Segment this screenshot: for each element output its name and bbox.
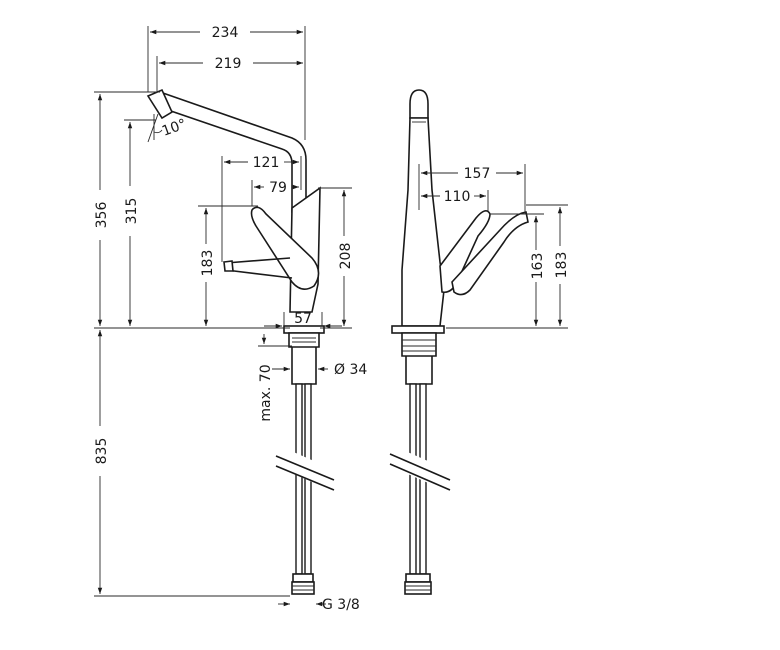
dim-57: 57	[294, 311, 312, 327]
dim-diameter-34: Ø 34	[334, 362, 367, 378]
dim-79: 79	[269, 180, 287, 196]
dim-356: 356	[94, 202, 110, 229]
base-plate	[283, 325, 325, 334]
hose-connector-right	[404, 573, 432, 595]
dimension-lines-front	[418, 164, 568, 329]
front-column	[401, 117, 445, 327]
hose-connector-left	[291, 573, 315, 595]
lever-handle	[250, 206, 320, 290]
front-view	[388, 89, 529, 595]
dim-183-right: 183	[554, 252, 570, 279]
spout-top	[409, 89, 429, 119]
hose-left-1	[295, 383, 303, 575]
hose-right-1	[409, 383, 417, 575]
dim-g-3-8: G 3/8	[322, 597, 360, 613]
front-lever-lower	[451, 211, 529, 296]
dim-183-left: 183	[200, 250, 216, 277]
dim-10-degrees: 10°	[160, 116, 189, 140]
dim-110: 110	[444, 189, 471, 205]
lever-lower-arm	[225, 257, 293, 279]
hose-break-mark-left	[274, 447, 336, 491]
front-base-plate	[391, 325, 445, 334]
dim-121: 121	[253, 155, 280, 171]
dimension-labels: 234 219 10° 356 315 121 79 183 208 57 ma…	[94, 25, 570, 613]
front-shank	[401, 332, 437, 385]
dim-315: 315	[124, 198, 140, 225]
dimension-lines-side	[94, 26, 352, 607]
dim-157: 157	[464, 166, 491, 182]
dim-208: 208	[338, 243, 354, 270]
dim-835: 835	[94, 438, 110, 465]
lever-lower-tip	[223, 260, 234, 272]
dim-163: 163	[530, 253, 546, 280]
dim-219: 219	[215, 56, 242, 72]
dim-max-70: max. 70	[258, 364, 274, 421]
front-lever	[439, 210, 491, 294]
dim-234: 234	[212, 25, 239, 41]
hose-break-mark-right	[388, 447, 451, 491]
side-view	[146, 88, 336, 595]
mounting-shank	[288, 332, 320, 385]
